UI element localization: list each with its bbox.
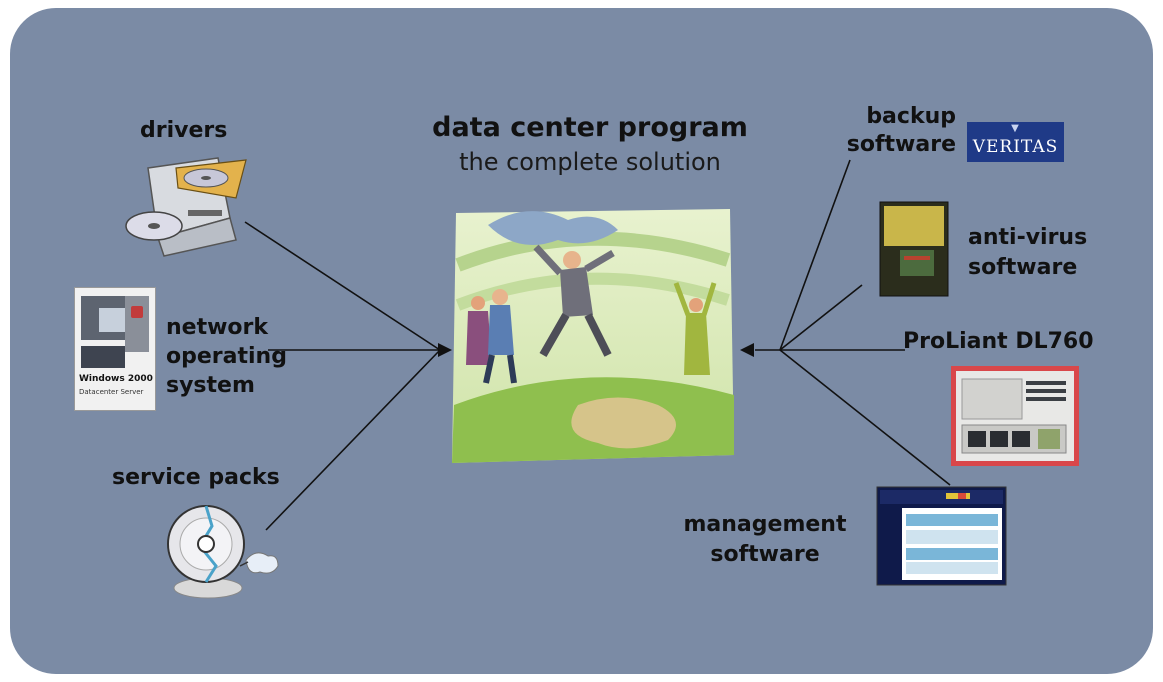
link-management bbox=[779, 349, 951, 486]
veritas-logo: ▼ VERITAS bbox=[967, 122, 1064, 162]
label-service-packs: service packs bbox=[112, 465, 280, 490]
arrow-left-head bbox=[438, 343, 452, 357]
software-box-icon: Windows 2000 Datacenter Server bbox=[74, 287, 156, 411]
label-antivirus: anti-virus software bbox=[968, 225, 1088, 280]
label-network-os: network operating system bbox=[166, 315, 287, 398]
diagram-subtitle: the complete solution bbox=[459, 148, 721, 176]
veritas-logo-text: VERITAS bbox=[972, 137, 1059, 157]
label-management: management software bbox=[683, 512, 847, 567]
cd-disc-icon bbox=[167, 505, 279, 599]
label-drivers: drivers bbox=[140, 118, 228, 143]
server-icon bbox=[951, 366, 1079, 466]
team-celebration-illustration bbox=[452, 209, 734, 463]
label-backup: backup software bbox=[846, 104, 956, 157]
cd-drive-icon bbox=[125, 157, 247, 257]
arrow-right-head bbox=[740, 343, 754, 357]
windows-box-title: Windows 2000 bbox=[79, 374, 153, 384]
management-screen-icon bbox=[876, 486, 1007, 586]
veritas-mark-icon: ▼ bbox=[1011, 123, 1020, 134]
link-backup bbox=[779, 159, 851, 351]
windows-box-subtitle: Datacenter Server bbox=[79, 388, 144, 396]
label-proliant: ProLiant DL760 bbox=[903, 329, 1094, 354]
link-drivers bbox=[244, 221, 441, 351]
diagram-title: data center program bbox=[432, 112, 748, 143]
link-service-packs bbox=[265, 349, 441, 531]
link-antivirus bbox=[779, 284, 863, 351]
antivirus-box-icon bbox=[879, 201, 949, 297]
